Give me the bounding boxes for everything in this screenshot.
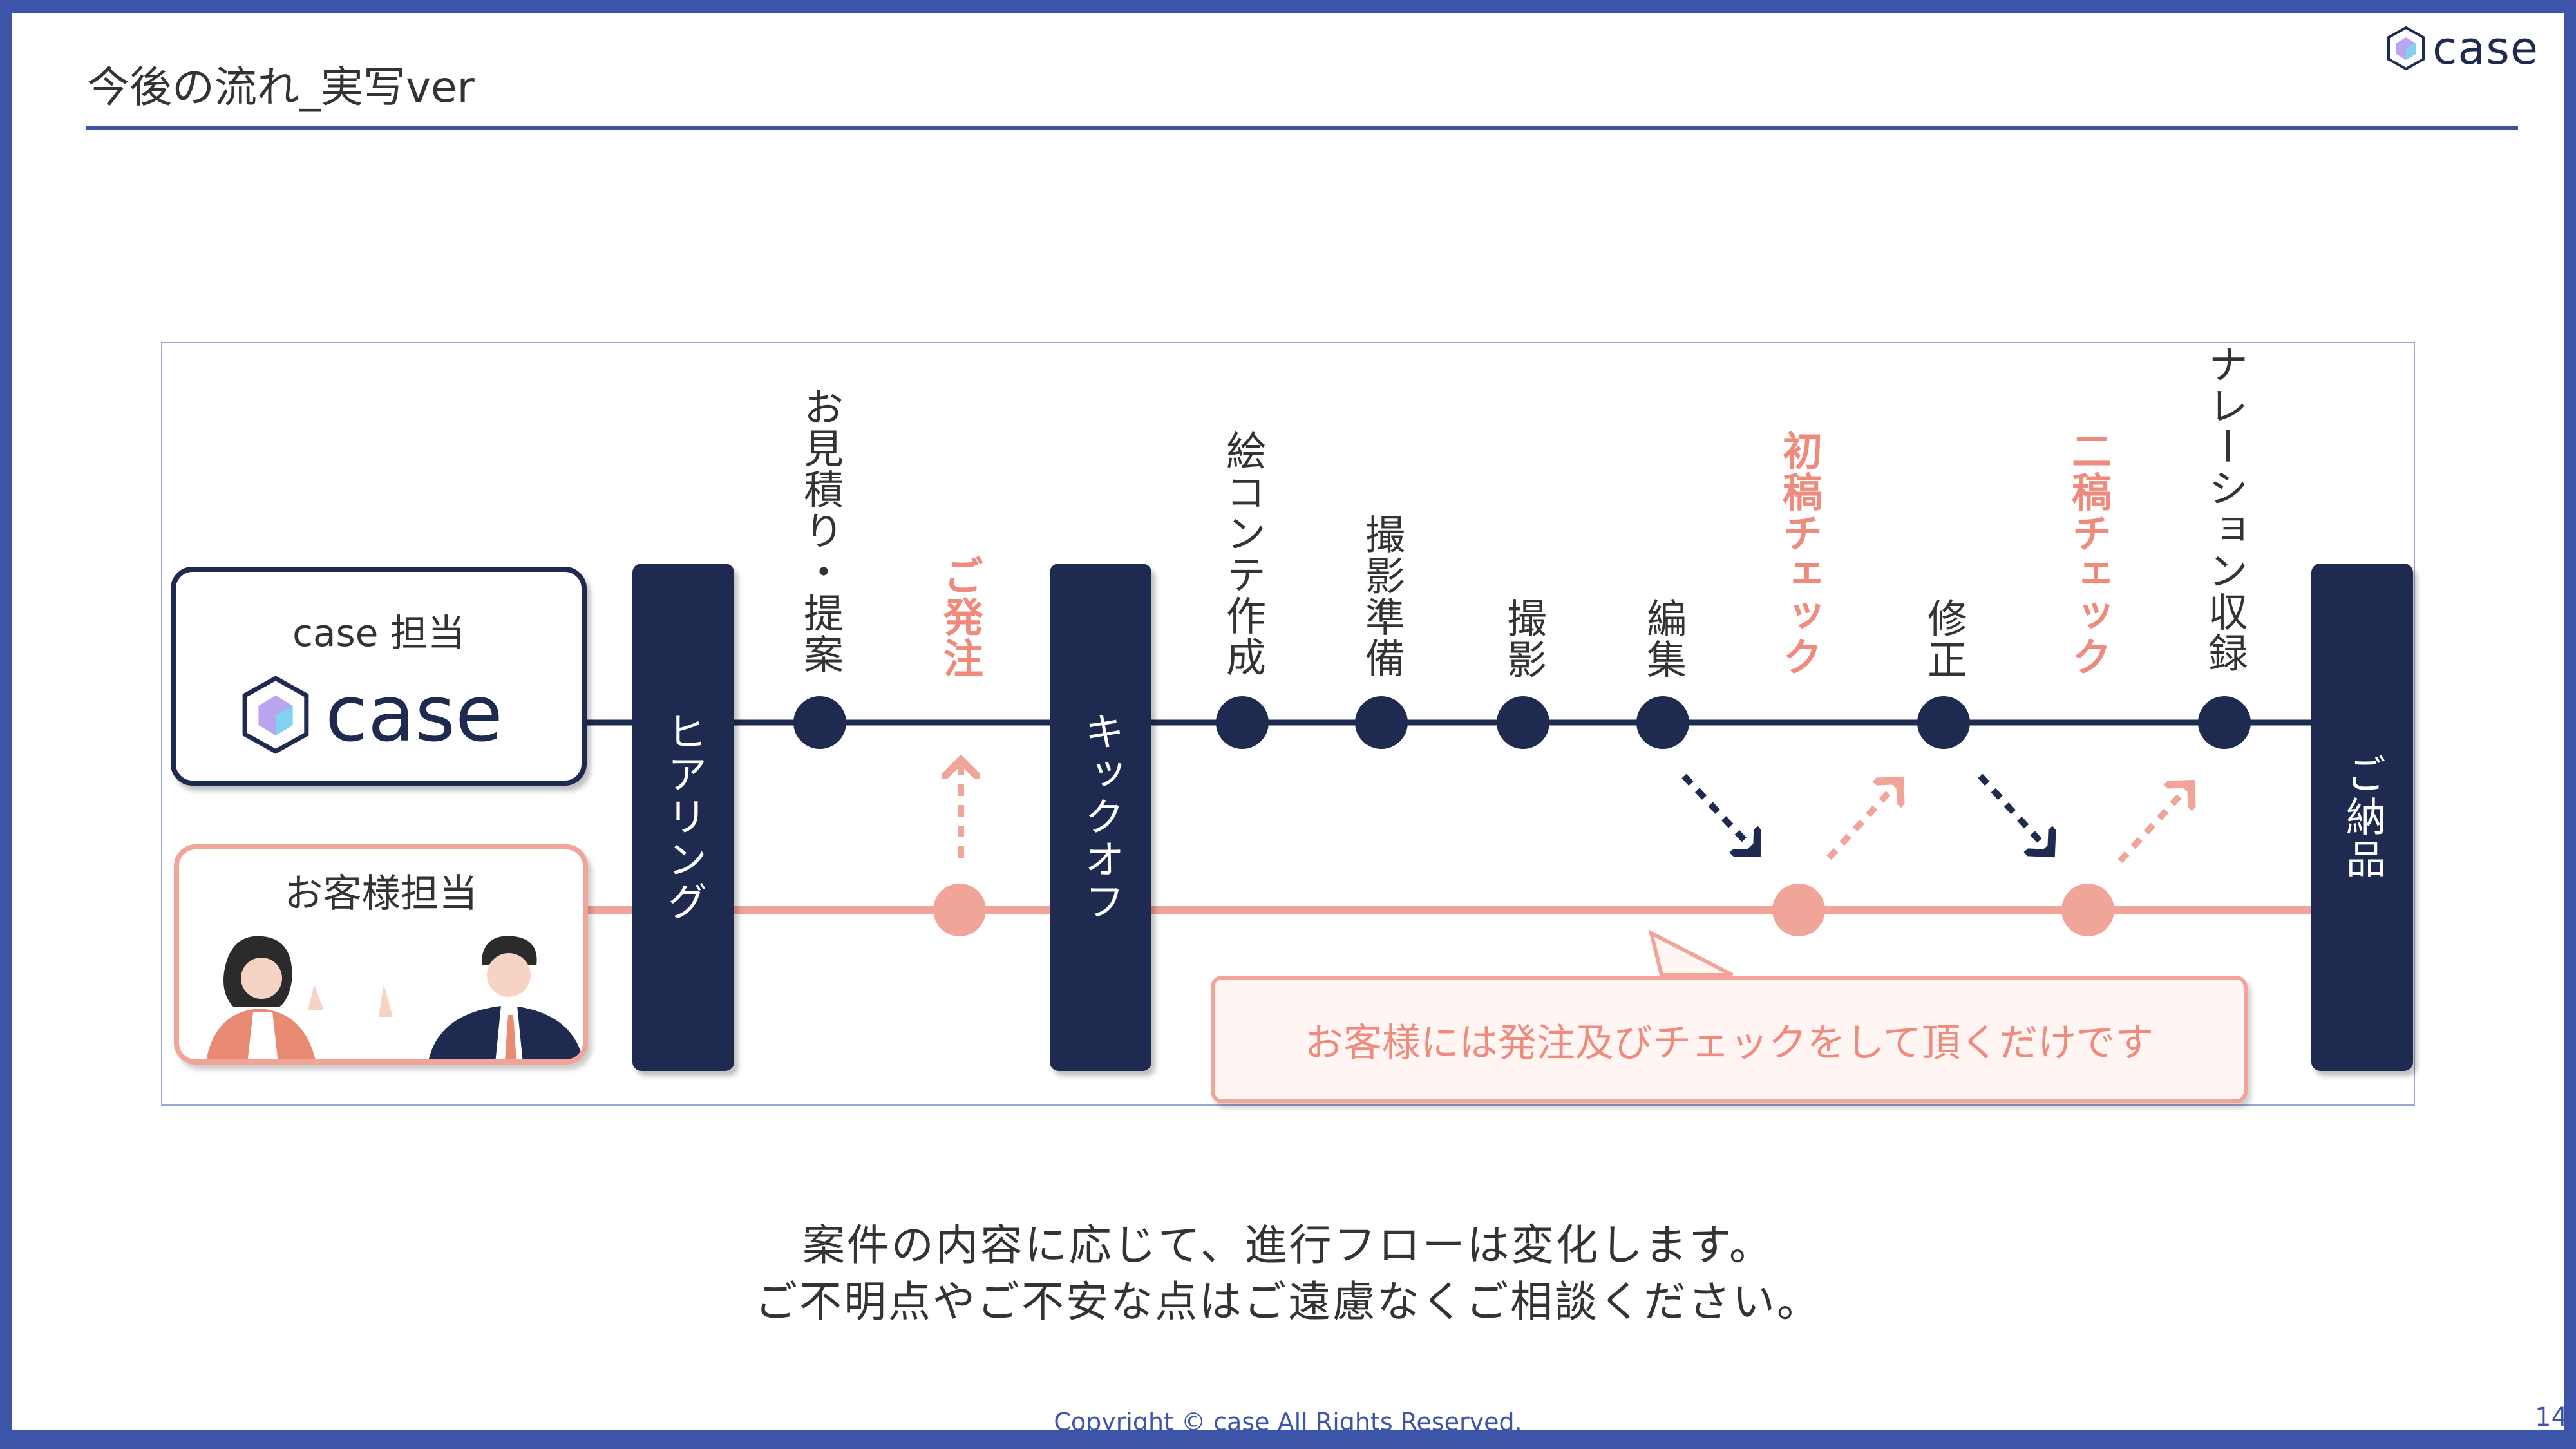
step-dot-edit [1636, 696, 1689, 749]
step-label-first-check: 初稿チェック [1776, 430, 1823, 677]
step-label-revise: 修正 [1920, 598, 1967, 680]
note-line-2: ご不明点やご不安な点はご遠慮なくご相談ください。 [755, 1277, 1821, 1327]
step-dot-shoot [1497, 696, 1549, 749]
customer-callout: お客様には発注及びチェックをして頂くだけです [1211, 976, 2248, 1103]
copyright: Copyright © case All Rights Reserved. [1054, 1408, 1522, 1436]
customer-illustration [206, 936, 583, 1059]
customer-lane-box: お客様担当 [174, 844, 588, 1065]
case-lane-label: case 担当 [292, 611, 465, 655]
arrow-first-check-up [1826, 781, 1900, 860]
step-dot-order [933, 884, 986, 936]
cube-logo-icon [242, 676, 309, 754]
case-lane-box: case 担当 case [171, 567, 587, 786]
callout-text: お客様には発注及びチェックをして頂くだけです [1304, 1020, 2154, 1066]
page-number: 14 [2535, 1403, 2568, 1432]
step-dot-storyboard [1216, 696, 1269, 749]
step-dot-revise [1917, 696, 1970, 749]
step-label-second-check: 二稿チェック [2065, 430, 2112, 677]
cube-logo-icon [2387, 26, 2425, 71]
delivery-bar: ご納品 [2311, 564, 2413, 1071]
step-label-edit: 編集 [1640, 598, 1687, 680]
step-dot-shoot-prep [1355, 696, 1408, 749]
delivery-label: ご納品 [2339, 753, 2386, 881]
step-dot-estimate [793, 696, 846, 749]
kickoff-bar: キックオフ [1050, 564, 1151, 1071]
step-label-estimate: お見積り・提案 [797, 386, 844, 675]
customer-lane-label: お客様担当 [284, 871, 478, 916]
hearing-bar: ヒアリング [632, 564, 734, 1071]
page-title: 今後の流れ_実写ver [87, 62, 475, 112]
arrow-edit-down [1681, 773, 1757, 853]
flow-diagram-frame [161, 342, 2415, 1106]
step-label-order: ご発注 [936, 555, 983, 679]
flow-note: 案件の内容に応じて、進行フローは変化します。 ご不明点やご不安な点はご遠慮なくご… [12, 1217, 2564, 1331]
step-dot-narration [2198, 696, 2251, 749]
title-divider [86, 126, 2518, 130]
hearing-label: ヒアリング [660, 711, 707, 923]
case-brand: case [240, 675, 503, 755]
step-dot-second-check [2061, 884, 2114, 936]
step-label-shoot: 撮影 [1500, 598, 1547, 680]
callout-tail [1648, 929, 1734, 977]
case-logo: case [2386, 22, 2539, 75]
arrow-revise-down [1978, 773, 2051, 853]
logo-text: case [2432, 22, 2539, 75]
step-dot-first-check [1772, 884, 1825, 936]
note-line-1: 案件の内容に応じて、進行フローは変化します。 [802, 1220, 1774, 1270]
kickoff-label: キックオフ [1077, 711, 1124, 923]
case-brand-text: case [325, 670, 503, 759]
step-label-storyboard: 絵コンテ作成 [1219, 430, 1266, 677]
arrow-second-check-up [2117, 784, 2191, 864]
step-label-shoot-prep: 撮影準備 [1358, 514, 1405, 679]
step-label-narration: ナレーション収録 [2201, 344, 2248, 674]
